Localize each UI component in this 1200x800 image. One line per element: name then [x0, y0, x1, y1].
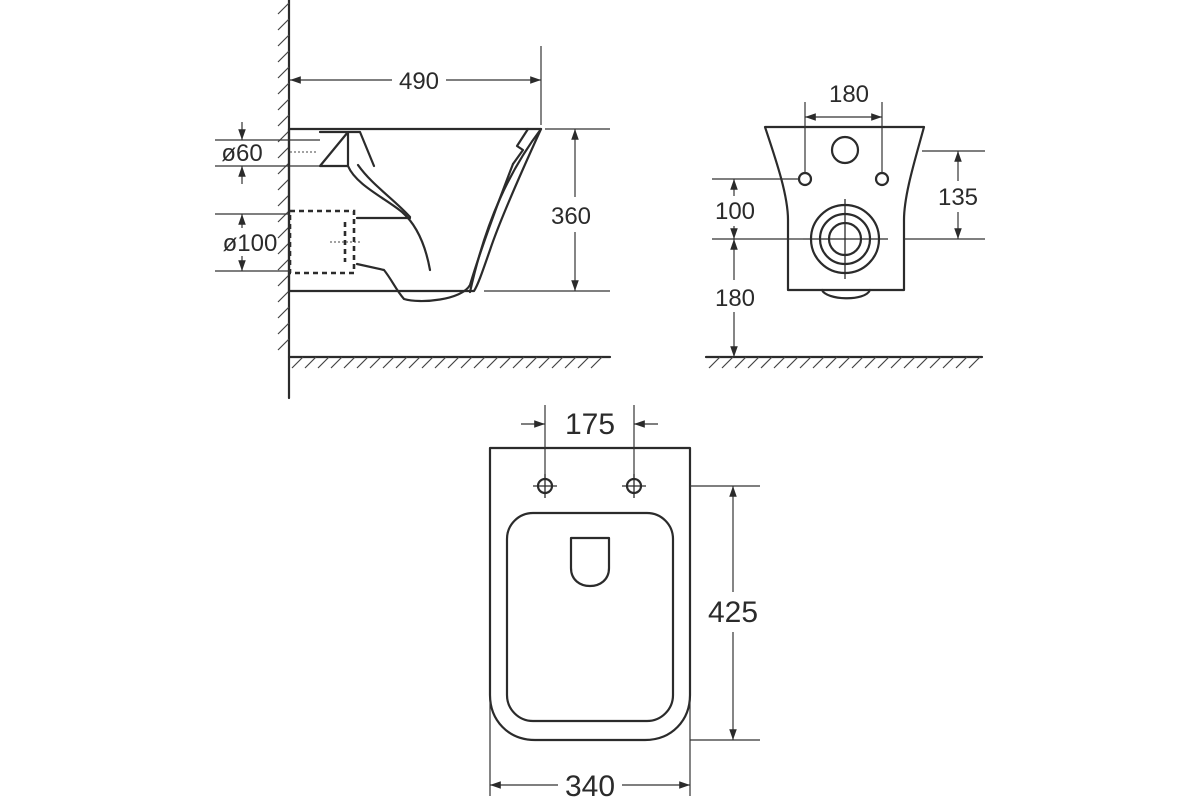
wall-hatch — [277, 2, 290, 351]
front-view: 180 135 100 180 — [704, 81, 985, 369]
side-outer-profile — [287, 127, 543, 293]
dim-175-label: 175 — [565, 408, 615, 441]
seat-opening — [505, 511, 675, 723]
flush-hole — [830, 135, 860, 165]
floor-hatch-side — [291, 356, 603, 369]
dim-360-label: 360 — [551, 203, 591, 230]
side-inner-curve — [356, 163, 412, 219]
top-outline — [488, 446, 692, 742]
dim-100-label: 100 — [715, 198, 755, 225]
dim-d100-label: ø100 — [223, 230, 278, 257]
side-rim-notch — [511, 127, 530, 166]
front-body — [763, 125, 926, 292]
floor-hatch-front — [708, 356, 981, 369]
top-view: 175 425 340 — [488, 405, 760, 800]
dim-490-label: 490 — [399, 68, 439, 95]
dim-180-bottom-label: 180 — [715, 285, 755, 312]
dim-425-label: 425 — [708, 596, 758, 629]
side-view: 490 360 ø60 ø100 — [215, 0, 612, 400]
dim-135-label: 135 — [938, 184, 978, 211]
dim-340-label: 340 — [565, 770, 615, 800]
dim-d60-label: ø60 — [221, 140, 262, 167]
front-bottom-lip — [820, 288, 872, 300]
bowl-drain — [569, 536, 611, 588]
bolt-hole-left — [797, 171, 813, 187]
side-bowl-inner — [355, 162, 515, 303]
side-trapway — [318, 130, 432, 272]
bolt-hole-right — [874, 171, 890, 187]
dim-180-top-label: 180 — [829, 81, 869, 108]
